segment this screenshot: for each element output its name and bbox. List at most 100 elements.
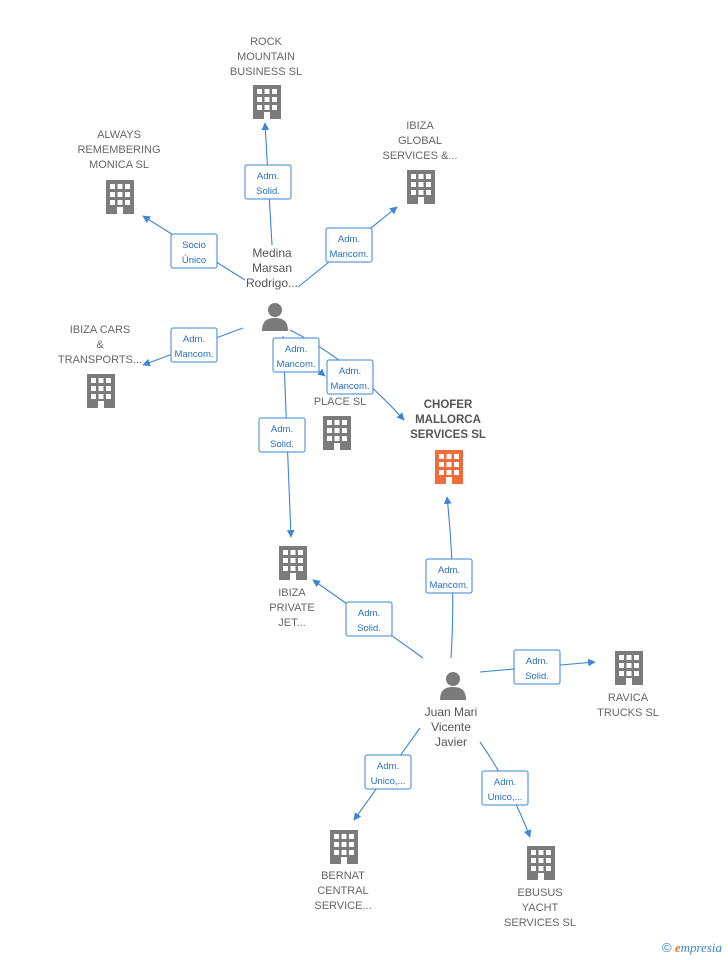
copyright-symbol: © [661, 940, 672, 955]
edge-label-box [513, 649, 561, 685]
company-node-bernat[interactable]: BERNAT CENTRAL SERVICE... [314, 830, 372, 912]
edge-label-box [170, 327, 218, 363]
company-label: SERVICES &... [383, 150, 458, 162]
edge-label-medina-chofer[interactable]: Adm. Mancom. [326, 359, 374, 395]
person-label: Rodrigo... [246, 276, 298, 290]
edge-label-text: Adm. [271, 424, 293, 435]
person-label: Javier [435, 735, 467, 749]
company-label: SERVICE... [314, 900, 371, 912]
edge-label-medina-ibizaglobal[interactable]: Adm. Mancom. [325, 227, 373, 263]
edge-label-medina-ibizacars[interactable]: Adm. Mancom. [170, 327, 218, 363]
company-label: JET... [278, 617, 306, 629]
edge-label-text: Mancom. [330, 381, 369, 392]
person-icon [262, 303, 288, 331]
edge-label-text: Adm. [183, 334, 205, 345]
person-label: Medina [252, 246, 292, 260]
edge-label-text: Adm. [285, 344, 307, 355]
edge-label-text: Solid. [256, 186, 280, 197]
company-label: TRUCKS SL [597, 707, 659, 719]
person-label: Marsan [252, 261, 292, 275]
building-icon [253, 85, 281, 119]
company-label: CENTRAL [317, 885, 368, 897]
edge-label-juan-ibizaprivate[interactable]: Adm.Solid. [345, 601, 393, 637]
building-icon [330, 830, 358, 864]
edge-label-box [326, 359, 374, 395]
edge-label-box [272, 337, 320, 373]
edge-label-text: Adm. [438, 565, 460, 576]
edge-label-juan-chofer[interactable]: Adm. Mancom. [425, 558, 473, 594]
company-label: TRANSPORTS... [58, 354, 142, 366]
edge-label-text: Adm. [257, 171, 279, 182]
edge-label-juan-bernat[interactable]: Adm. Unico,... [364, 754, 412, 790]
person-label: Vicente [431, 720, 471, 734]
edge-label-text: Único [182, 255, 206, 266]
edge-label-box [244, 164, 292, 200]
company-label: CHOFER [424, 399, 473, 411]
company-node-ibizaprivate[interactable]: IBIZA PRIVATE JET... [269, 546, 315, 629]
edge-label-text: Adm. [494, 777, 516, 788]
company-node-ibizaglobal[interactable]: IBIZA GLOBAL SERVICES &... [383, 120, 458, 204]
company-label: BERNAT [321, 870, 365, 882]
edge-label-medina-ibizaprivate[interactable]: Adm. Solid. [258, 417, 306, 453]
company-label: MOUNTAIN [237, 51, 295, 63]
building-icon [87, 374, 115, 408]
company-label: YACHT [522, 902, 559, 914]
edge-label-text: Mancom. [429, 580, 468, 591]
company-node-chofer[interactable]: CHOFER MALLORCA SERVICES SL [410, 399, 486, 484]
company-label: IBIZA [278, 587, 306, 599]
edge-label-juan-ravica[interactable]: Adm. Solid. [513, 649, 561, 685]
edge-label-box [258, 417, 306, 453]
edge-label-text: Adm. [377, 761, 399, 772]
edge-label-text: Mancom. [329, 249, 368, 260]
company-label: IBIZA [406, 120, 434, 132]
edge-label-text: Unico,... [488, 792, 523, 803]
company-label: SERVICES SL [410, 429, 486, 441]
edge-label-medina-rock[interactable]: Adm. Solid. [244, 164, 292, 200]
company-node-ebusus[interactable]: EBUSUS YACHT SERVICES SL [504, 846, 576, 929]
company-node-ibizacars[interactable]: IBIZA CARS&TRANSPORTS... [58, 324, 142, 408]
edge-label-text: Adm. [526, 656, 548, 667]
building-icon [279, 546, 307, 580]
edge-label-text: Unico,... [371, 776, 406, 787]
edge-label-medina-theplace[interactable]: Adm. Mancom. [272, 337, 320, 373]
building-icon [323, 416, 351, 450]
company-label: ALWAYS [97, 129, 141, 141]
edge-label-text: Socio [182, 240, 206, 251]
company-label: EBUSUS [517, 887, 562, 899]
building-icon [435, 450, 463, 484]
company-label: PRIVATE [269, 602, 314, 614]
edge-label-juan-ebusus[interactable]: Adm. Unico,... [481, 770, 529, 806]
edge-label-box [481, 770, 529, 806]
company-node-ravica[interactable]: RAVICA TRUCKS SL [597, 651, 659, 719]
company-label: RAVICA [608, 692, 649, 704]
edge-label-text: Mancom. [174, 349, 213, 360]
brand-footer[interactable]: © empresia [662, 940, 722, 956]
edge-label-text: Adm. [338, 234, 360, 245]
company-label: SERVICES SL [504, 917, 576, 929]
edge-label-box [345, 601, 393, 637]
company-label: MONICA SL [89, 159, 149, 171]
brand-initial: e [674, 940, 681, 955]
company-label: & [96, 339, 104, 351]
edge-label-box [325, 227, 373, 263]
edge-label-text: Solid. [525, 671, 549, 682]
building-icon [106, 180, 134, 214]
company-node-always[interactable]: ALWAYS REMEMBERING MONICA SL [77, 129, 161, 214]
person-node-medina[interactable]: MedinaMarsanRodrigo... [246, 246, 298, 331]
company-label: MALLORCA [415, 414, 481, 426]
company-label: GLOBAL [398, 135, 442, 147]
edge-label-box [170, 233, 218, 269]
edge-label-text: Solid. [270, 439, 294, 450]
edge-label-box [425, 558, 473, 594]
brand-name: mpresia [680, 940, 722, 955]
building-icon [527, 846, 555, 880]
building-icon [615, 651, 643, 685]
company-label: REMEMBERING [77, 144, 160, 156]
person-icon [440, 672, 466, 700]
edge-label-text: Adm. [339, 366, 361, 377]
edge-label-text: Mancom. [276, 359, 315, 370]
